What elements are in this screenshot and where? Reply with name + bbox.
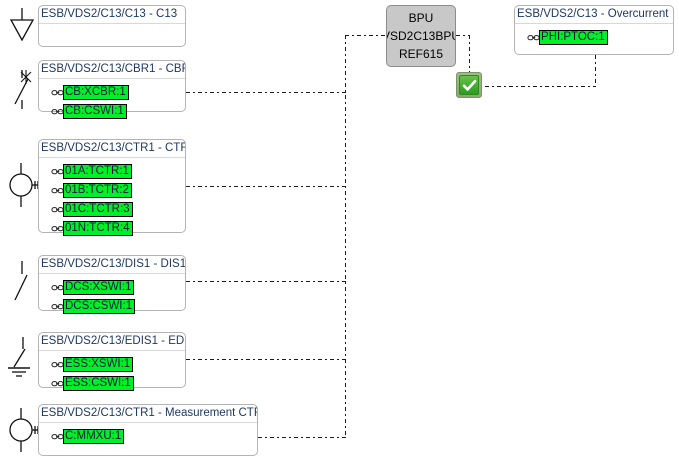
ln-node-tag[interactable]: PHI:PTOC:1 bbox=[539, 30, 608, 45]
ln-group-body bbox=[39, 24, 185, 46]
ln-group-c13[interactable]: ESB/VDS2/C13/C13 - C13 bbox=[38, 5, 186, 47]
ln-group-edis1[interactable]: ESB/VDS2/C13/EDIS1 - EDIS1 ESS:XSWI:1 bbox=[38, 332, 186, 391]
ln-node-row[interactable]: 01N:TCTR:4 bbox=[51, 220, 185, 237]
device-type-label: BPU bbox=[408, 11, 434, 25]
ln-group-title: ESB/VDS2/C13/CTR1 - CTR1 bbox=[39, 140, 185, 158]
connector-branch-edis1 bbox=[186, 359, 346, 360]
ln-group-body: PHI:PTOC:1 bbox=[515, 24, 673, 54]
connector-device-horizontal bbox=[345, 35, 389, 36]
ln-group-title: ESB/VDS2/C13 - Overcurrent bbox=[515, 6, 673, 24]
link-icon bbox=[527, 35, 540, 41]
ln-node-row[interactable]: CB:CSWI:1 bbox=[51, 103, 185, 120]
ln-node-row[interactable]: CB:XCBR:1 bbox=[51, 84, 185, 101]
circuit-breaker-symbol bbox=[14, 70, 32, 109]
link-icon bbox=[51, 434, 64, 440]
ln-group-title: ESB/VDS2/C13/DIS1 - DIS1 bbox=[39, 256, 185, 274]
connector-branch-cbr1 bbox=[186, 92, 346, 93]
link-icon bbox=[51, 188, 64, 194]
link-icon bbox=[51, 362, 64, 368]
ln-group-body: C:MMXU:1 bbox=[39, 423, 257, 455]
ln-group-measurement-ctr[interactable]: ESB/VDS2/C13/CTR1 - Measurement CTR C:MM… bbox=[38, 404, 258, 456]
cable-termination-symbol bbox=[9, 8, 35, 42]
ln-group-ctr1[interactable]: ESB/VDS2/C13/CTR1 - CTR1 01A:TCTR:1 bbox=[38, 139, 186, 236]
device-name-label: VSD2C13BPU bbox=[387, 29, 455, 43]
link-icon bbox=[51, 207, 64, 213]
ln-node-row[interactable]: 01C:TCTR:3 bbox=[51, 201, 185, 218]
link-icon bbox=[51, 304, 64, 310]
ln-group-body: DCS:XSWI:1 DCS:CSWI:1 bbox=[39, 274, 185, 314]
ln-group-overcurrent[interactable]: ESB/VDS2/C13 - Overcurrent PHI:PTOC:1 bbox=[514, 5, 674, 55]
ln-node-tag[interactable]: CB:XCBR:1 bbox=[63, 85, 129, 100]
check-icon bbox=[462, 79, 476, 91]
device-model-label: REF615 bbox=[398, 47, 444, 61]
link-icon bbox=[51, 90, 64, 96]
ln-group-dis1[interactable]: ESB/VDS2/C13/DIS1 - DIS1 DCS:XSWI:1 bbox=[38, 255, 186, 314]
connector-status-to-overcurrent-vertical bbox=[595, 55, 596, 87]
connector-branch-dis1 bbox=[186, 281, 346, 282]
link-icon bbox=[51, 169, 64, 175]
ln-node-row[interactable]: PHI:PTOC:1 bbox=[527, 29, 673, 46]
ln-node-tag[interactable]: 01B:TCTR:2 bbox=[63, 183, 132, 198]
connector-branch-ctr1 bbox=[186, 186, 346, 187]
connector-status-to-overcurrent-horizontal bbox=[485, 86, 596, 87]
ln-group-body: ESS:XSWI:1 ESS:CSWI:1 bbox=[39, 351, 185, 391]
disconnector-symbol bbox=[14, 261, 28, 301]
connector-device-to-status-vertical bbox=[469, 35, 470, 82]
ln-node-tag[interactable]: ESS:XSWI:1 bbox=[63, 357, 134, 372]
connector-branch-mctr1 bbox=[258, 437, 346, 438]
connector-trunk-vertical bbox=[345, 35, 346, 438]
ln-node-row[interactable]: 01B:TCTR:2 bbox=[51, 182, 185, 199]
link-icon bbox=[51, 109, 64, 115]
ln-node-tag[interactable]: ESS:CSWI:1 bbox=[63, 376, 134, 391]
ln-node-row[interactable]: DCS:XSWI:1 bbox=[51, 279, 185, 296]
ln-node-tag[interactable]: 01N:TCTR:4 bbox=[63, 221, 133, 236]
device-bpu[interactable]: BPU VSD2C13BPU REF615 bbox=[386, 5, 456, 67]
ln-node-row[interactable]: ESS:CSWI:1 bbox=[51, 375, 185, 392]
ln-group-cbr1[interactable]: ESB/VDS2/C13/CBR1 - CBR1 CB:XCBR:1 bbox=[38, 60, 186, 119]
link-icon bbox=[51, 285, 64, 291]
link-icon bbox=[51, 381, 64, 387]
ln-node-row[interactable]: C:MMXU:1 bbox=[51, 428, 257, 445]
link-icon bbox=[51, 226, 64, 232]
ln-node-row[interactable]: 01A:TCTR:1 bbox=[51, 163, 185, 180]
ln-group-body: 01A:TCTR:1 01B:TCTR:2 bbox=[39, 158, 185, 236]
ln-group-title: ESB/VDS2/C13/C13 - C13 bbox=[39, 6, 185, 24]
earthing-switch-symbol bbox=[8, 337, 30, 377]
ln-node-row[interactable]: ESS:XSWI:1 bbox=[51, 356, 185, 373]
ln-group-title: ESB/VDS2/C13/CBR1 - CBR1 bbox=[39, 61, 185, 79]
ln-node-tag[interactable]: DCS:CSWI:1 bbox=[63, 299, 136, 314]
ln-group-title: ESB/VDS2/C13/EDIS1 - EDIS1 bbox=[39, 333, 185, 351]
ln-node-tag[interactable]: C:MMXU:1 bbox=[63, 429, 125, 444]
ln-node-tag[interactable]: CB:CSWI:1 bbox=[63, 104, 127, 119]
ln-group-title: ESB/VDS2/C13/CTR1 - Measurement CTR bbox=[39, 405, 257, 423]
ln-node-tag[interactable]: DCS:XSWI:1 bbox=[63, 280, 135, 295]
ln-group-body: CB:XCBR:1 CB:CSWI:1 bbox=[39, 79, 185, 119]
status-badge bbox=[459, 75, 479, 95]
validation-status[interactable] bbox=[456, 72, 482, 98]
connector-device-to-status-top bbox=[456, 35, 470, 36]
ln-node-tag[interactable]: 01A:TCTR:1 bbox=[63, 164, 132, 179]
ln-node-tag[interactable]: 01C:TCTR:3 bbox=[63, 202, 133, 217]
ln-node-row[interactable]: DCS:CSWI:1 bbox=[51, 298, 185, 315]
